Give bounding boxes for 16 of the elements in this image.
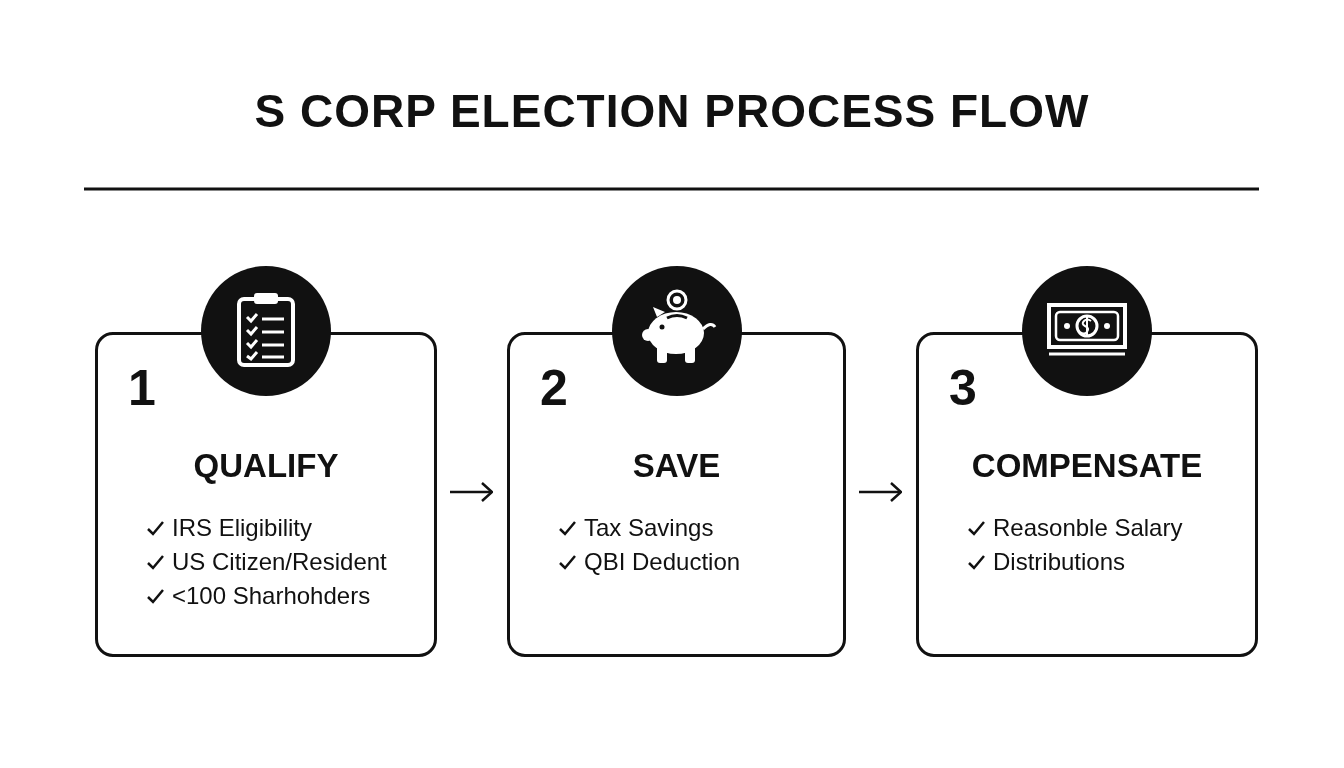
step-number: 1 [128,363,156,413]
checklist-item: Reasonble Salary [993,514,1183,542]
step-heading: QUALIFY [192,449,340,482]
step-number: 3 [949,363,977,413]
checklist-item: IRS Eligibility [172,514,313,542]
checklist-item: QBI Deduction [584,548,741,576]
title: S CORP ELECTION PROCESS FLOW [253,84,1091,138]
checklist-item: <100 Sharhohders [172,582,371,610]
checklist-item: Tax Savings [584,514,714,542]
checklist-item: Distributions [993,548,1126,576]
step-heading: SAVE [631,449,722,482]
step-number: 2 [540,363,568,413]
step-heading: COMPENSATE [970,449,1204,482]
arrow [450,481,494,503]
arrow [859,481,903,503]
checklist-item: US Citizen/Resident [172,548,387,576]
